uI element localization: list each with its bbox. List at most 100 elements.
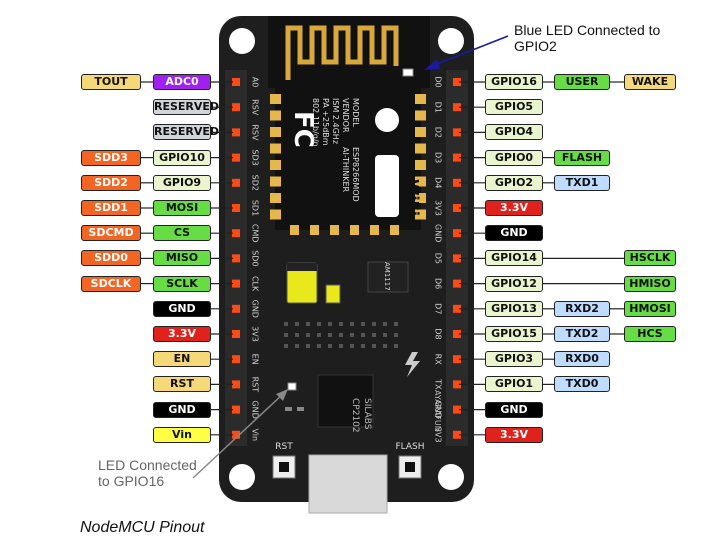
smd-pad <box>306 322 310 326</box>
right-pin-func-7-0: HSCLK <box>624 250 676 267</box>
mounting-hole <box>229 28 255 54</box>
left-header-pin <box>232 330 240 338</box>
right-pin-func-4-0: TXD1 <box>554 174 610 191</box>
left-silk-label: Vin <box>251 429 260 442</box>
left-pin-func-6: SDCMD <box>81 225 141 242</box>
left-pin-label-3: GPIO10 <box>153 149 211 166</box>
smd-pad <box>284 333 288 337</box>
right-pin-func-11-0: RXD0 <box>554 351 610 368</box>
right-silk-label: D5 <box>434 253 443 264</box>
module-pad <box>270 127 281 137</box>
cp2102-text-1: SILABS <box>362 398 372 430</box>
right-header-pin <box>453 178 461 187</box>
cp2102-text-2: CP2102 <box>350 398 360 433</box>
right-header-pin <box>453 229 461 238</box>
wifi-logo-text: WiFi <box>404 179 422 216</box>
right-pin-label-0: GPIO16 <box>485 74 543 90</box>
small-capacitor <box>325 284 341 304</box>
smd-pad <box>317 344 321 348</box>
left-pin-label-2: RESERVED <box>153 124 220 141</box>
left-pin-label-9: GND <box>153 300 211 317</box>
left-silk-label: GND <box>251 300 260 318</box>
right-header-pin <box>453 254 461 263</box>
left-header-pin <box>232 355 240 364</box>
right-pin-label-5: 3.3V <box>485 200 543 216</box>
left-silk-label: CMD <box>251 224 260 243</box>
smd-pad <box>383 344 387 348</box>
module-pad <box>270 160 281 170</box>
smd-pad <box>394 333 398 337</box>
smd-pad <box>328 333 332 337</box>
regulator <box>367 261 409 293</box>
mounting-hole <box>229 464 255 490</box>
wifi-logo <box>375 155 399 217</box>
left-header-pin <box>232 229 240 238</box>
left-silk-label: A0 <box>251 77 260 88</box>
left-silk-label: SD2 <box>251 175 260 191</box>
flash-button-label: FLASH <box>395 442 424 452</box>
smd-pad <box>394 344 398 348</box>
left-pin-func-5: SDD1 <box>81 200 141 216</box>
rst-button-label: RST <box>275 442 293 452</box>
left-header-pin <box>232 405 240 414</box>
right-silk-label: D8 <box>434 328 443 339</box>
smd-pad <box>295 344 299 348</box>
smd-pad <box>361 333 365 337</box>
right-silk-label: 3V3 <box>434 200 443 216</box>
module-pad <box>270 176 281 187</box>
smd-pad <box>306 344 310 348</box>
module-pad <box>415 94 426 104</box>
left-pin-label-0: ADC0 <box>153 74 211 90</box>
figure-caption: NodeMCU Pinout <box>80 519 205 536</box>
blue-led-annotation: Blue LED Connected to GPIO2 <box>514 22 660 54</box>
espressif-logo <box>375 108 399 132</box>
module-pad <box>270 94 281 104</box>
capacitor-stripe <box>287 263 317 271</box>
left-pin-label-11: EN <box>153 351 211 368</box>
right-pin-func-10-0: TXD2 <box>554 326 610 342</box>
right-pin-func-8-0: HMISO <box>624 275 676 292</box>
smd-pad <box>284 344 288 348</box>
module-pad <box>330 225 339 235</box>
mounting-hole <box>438 28 464 54</box>
left-pin-func-3: SDD3 <box>81 149 141 166</box>
module-pad <box>415 143 426 154</box>
smd-pad <box>372 333 376 337</box>
smd-pad <box>350 344 354 348</box>
left-header-pin <box>232 78 240 86</box>
left-pin-func-7: SDD0 <box>81 250 141 267</box>
right-pin-label-7: GPIO14 <box>485 250 543 267</box>
right-header-pin <box>453 355 461 364</box>
module-pad <box>390 225 399 235</box>
right-pin-func-9-1: HMOSI <box>624 300 676 317</box>
module-value-line: ESP8266MOD <box>351 147 360 202</box>
blue-led-arrow-line <box>431 35 509 67</box>
smd-pad <box>394 322 398 326</box>
module-pad <box>415 176 426 187</box>
module-pad <box>370 225 379 235</box>
module-text-line: PA +25dBm <box>321 98 330 146</box>
left-silk-label: SD0 <box>251 250 260 266</box>
right-pin-label-9: GPIO13 <box>485 300 543 317</box>
right-pin-label-13: GND <box>485 401 543 418</box>
left-pin-label-12: RST <box>153 376 211 393</box>
right-silk-label: D4 <box>434 177 443 188</box>
gpio16-led-annotation-line2: to GPIO16 <box>98 473 165 489</box>
module-pad <box>270 209 281 220</box>
left-header-pin <box>232 254 240 263</box>
right-pin-func-0-1: WAKE <box>624 74 676 90</box>
right-header-pin <box>453 430 461 439</box>
module-pad <box>270 110 281 121</box>
left-pin-func-0: TOUT <box>81 74 141 90</box>
left-header-pin <box>232 103 240 112</box>
module-text-line: MODEL <box>351 98 360 127</box>
module-pad <box>415 209 426 220</box>
blue-led-annotation-line2: GPIO2 <box>514 38 557 54</box>
right-pin-label-8: GPIO12 <box>485 275 543 292</box>
left-silk-label: EN <box>251 354 260 365</box>
right-header-pin <box>453 279 461 288</box>
right-silk-label: D1 <box>434 102 443 113</box>
regulator-text: AM1117 <box>383 262 391 291</box>
